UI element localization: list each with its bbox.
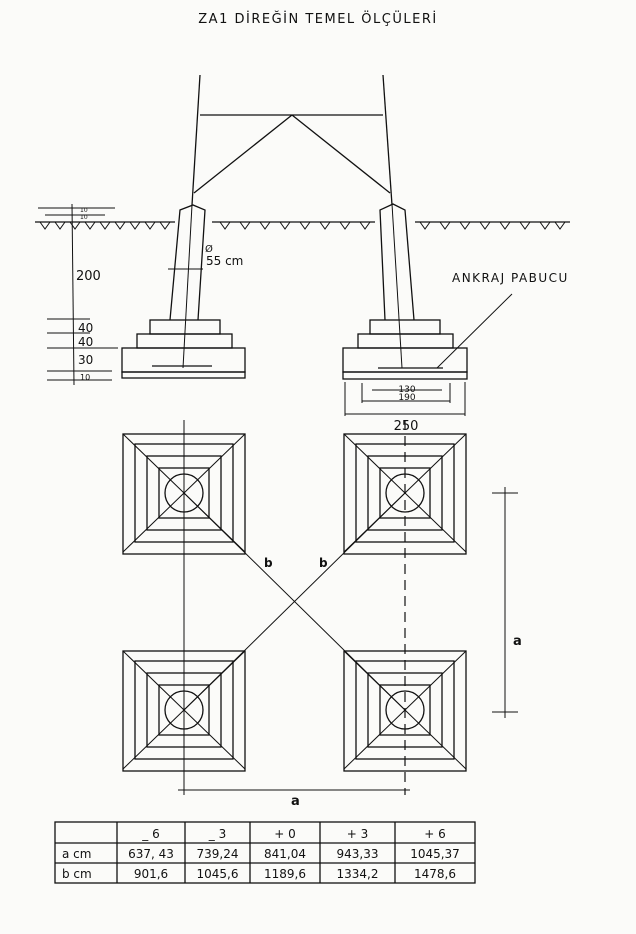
dim-30: 30 bbox=[78, 353, 93, 367]
dimension-table bbox=[54, 821, 476, 884]
table-cell: 901,6 bbox=[134, 867, 168, 881]
dim-190: 190 bbox=[398, 393, 415, 403]
dim-40-a: 40 bbox=[78, 321, 93, 335]
dim-130: 130 bbox=[398, 385, 415, 395]
table-row-label: a cm bbox=[62, 847, 91, 861]
dim-10-second: 10 bbox=[80, 214, 88, 221]
diameter-value: 55 cm bbox=[206, 254, 243, 268]
right-footing-elevation bbox=[342, 203, 513, 416]
plan-view bbox=[122, 420, 518, 795]
footing-plan-bottom-left bbox=[122, 650, 246, 772]
dim-200: 200 bbox=[76, 269, 101, 284]
dim-40-b: 40 bbox=[78, 335, 93, 349]
table-cell: 1334,2 bbox=[337, 867, 379, 881]
footing-plan-top-right bbox=[343, 433, 467, 555]
table-cell: 1478,6 bbox=[414, 867, 456, 881]
table-cell: 943,33 bbox=[337, 847, 379, 861]
table-row-label: b cm bbox=[62, 867, 92, 881]
table-cell: 1045,6 bbox=[197, 867, 239, 881]
table-cell: 1045,37 bbox=[410, 847, 460, 861]
left-footing-elevation bbox=[121, 204, 246, 379]
table-header-cell: + 0 bbox=[274, 827, 296, 841]
table-cell: 637, 43 bbox=[128, 847, 174, 861]
left-dimension-chain bbox=[47, 203, 118, 386]
drawing-title: ZA1 DİREĞİN TEMEL ÖLÇÜLERİ bbox=[198, 10, 437, 27]
tower-frame bbox=[191, 74, 393, 206]
footing-plan-bottom-right bbox=[343, 650, 467, 772]
dimension-a-bottom: a bbox=[291, 794, 300, 809]
table-cell: 739,24 bbox=[197, 847, 239, 861]
diagonal-label-b-right: b bbox=[319, 556, 328, 570]
anchor-label: ANKRAJ PABUCU bbox=[452, 271, 569, 285]
dim-250: 250 bbox=[394, 419, 419, 434]
ground-line bbox=[35, 207, 570, 230]
table-cell: 841,04 bbox=[264, 847, 306, 861]
dim-10-top: 10 bbox=[80, 207, 88, 214]
dim-10-bottom: 10 bbox=[80, 373, 90, 382]
footing-plan-top-left bbox=[122, 433, 246, 555]
table-header-cell: _ 6 bbox=[141, 827, 159, 841]
table-header-cell: _ 3 bbox=[208, 827, 226, 841]
dimension-a-right: a bbox=[513, 634, 522, 649]
table-cell: 1189,6 bbox=[264, 867, 306, 881]
diagonal-label-b-left: b bbox=[264, 556, 273, 570]
diameter-symbol: Ø bbox=[205, 243, 213, 255]
table-header-cell: + 3 bbox=[347, 827, 369, 841]
table-header-cell: + 6 bbox=[424, 827, 446, 841]
